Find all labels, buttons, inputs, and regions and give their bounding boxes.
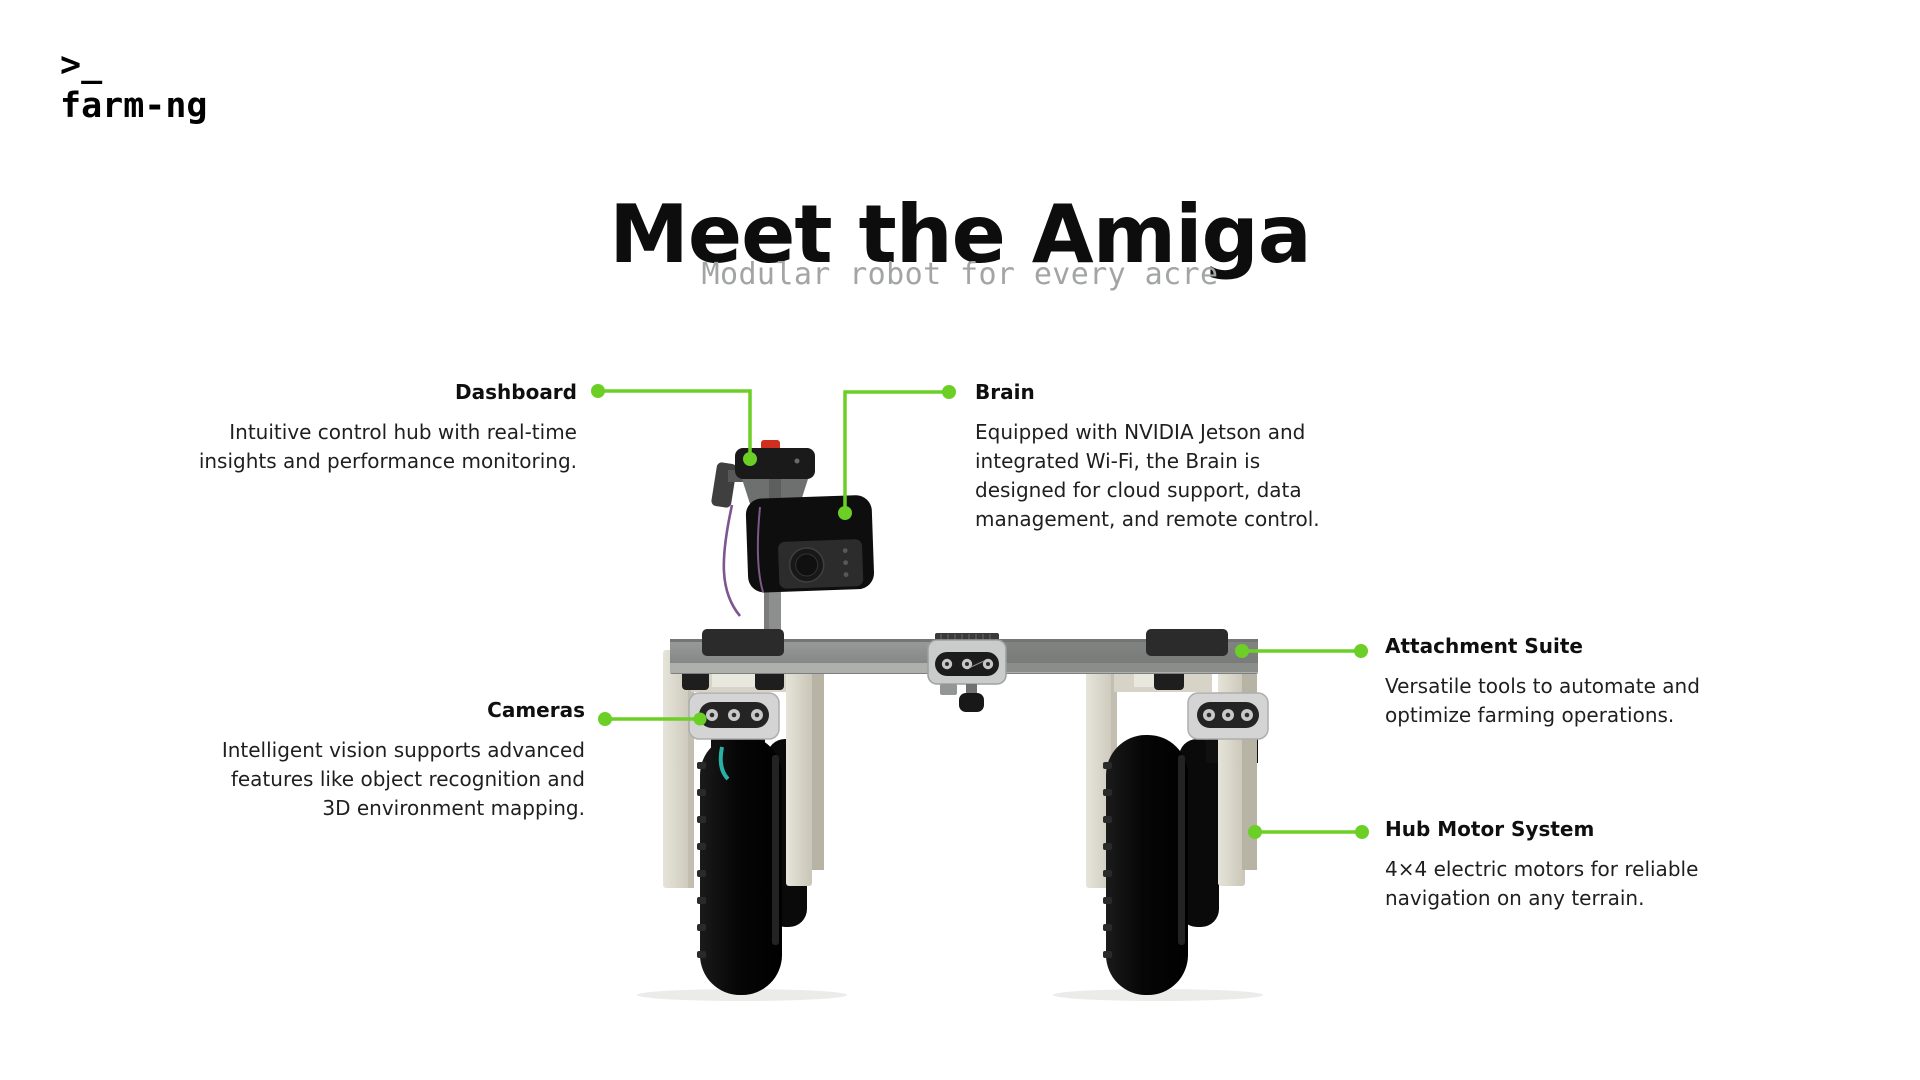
callout-cameras-description: Intelligent vision supports advanced fea… [221,738,585,820]
callout-dashboard-description: Intuitive control hub with real-time ins… [198,420,577,473]
callout-hub-motor-system-description: 4×4 electric motors for reliable navigat… [1385,857,1699,910]
dashboard-connector-line [598,389,752,459]
callout-brain-label: Brain [975,380,1035,404]
hub-motor-label-dot [1355,825,1369,839]
callout-brain: Brain Equipped with NVIDIA Jetson and in… [975,380,1320,534]
callout-dashboard: Dashboard Intuitive control hub with rea… [199,380,577,476]
farm-ng-logo[interactable]: >_ farm-ng [60,45,208,127]
robot-left-camera [688,692,780,740]
cameras-label-dot [598,712,612,726]
hub-motor-target-dot [1248,825,1262,839]
callout-brain-description: Equipped with NVIDIA Jetson and integrat… [975,420,1320,531]
dashboard-target-dot [743,452,757,466]
page-title: Meet the Amiga [609,187,1311,281]
callout-hub-motor-system: Hub Motor System 4×4 electric motors for… [1385,817,1698,913]
brain-connector-line [843,390,949,513]
attachment-suite-label-dot [1354,644,1368,658]
page-subtitle: Modular robot for every acre [701,257,1219,292]
callout-cameras: Cameras Intelligent vision supports adva… [222,698,585,823]
dashboard-label-dot [591,384,605,398]
callout-cameras-label: Cameras [487,698,585,722]
callout-dashboard-label: Dashboard [455,380,577,404]
brain-target-dot [838,506,852,520]
attachment-suite-target-dot [1235,644,1249,658]
callout-dots [591,384,1369,839]
logo-prompt-symbol: >_ [60,45,103,85]
robot-hitch-unit [927,633,1007,712]
robot-right-wheel-tower [1086,650,1269,995]
callout-attachment-suite: Attachment Suite Versatile tools to auto… [1385,634,1700,730]
robot-brain-unit [745,495,875,593]
brain-label-dot [942,385,956,399]
callout-attachment-suite-description: Versatile tools to automate and optimize… [1385,674,1700,727]
robot-left-wheel-tower [663,650,824,995]
callout-attachment-suite-label: Attachment Suite [1385,634,1583,658]
callout-connectors [598,389,1362,834]
robot-cables [722,504,764,617]
callout-hub-motor-system-label: Hub Motor System [1385,817,1595,841]
cameras-target-dot [693,712,707,726]
logo-brand-text: farm-ng [60,86,208,126]
robot-right-camera [1187,692,1269,740]
